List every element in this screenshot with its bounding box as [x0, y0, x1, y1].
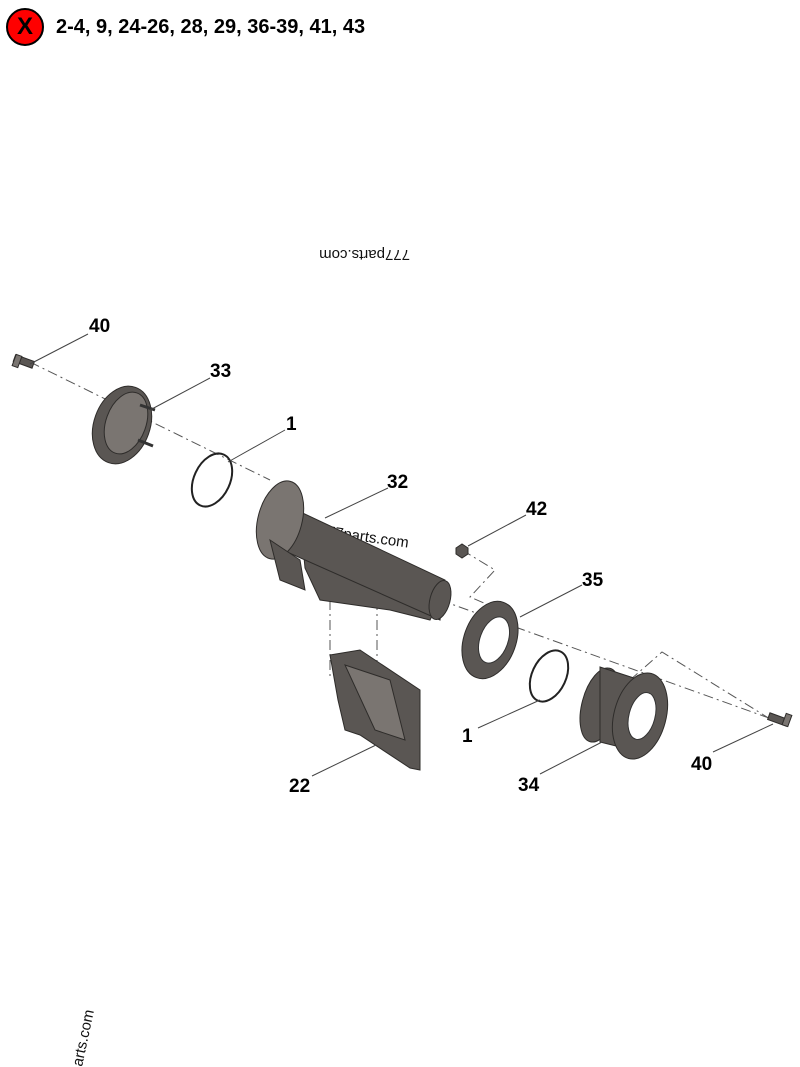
callout-33[interactable]: 33: [210, 361, 231, 382]
callout-22[interactable]: 22: [289, 776, 310, 797]
bolt-axis-line: [629, 651, 776, 723]
o-ring-part-1-left: [190, 452, 234, 508]
nut-axis-line: [461, 549, 501, 611]
callout-40-right[interactable]: 40: [691, 754, 712, 775]
excluded-parts-list: 2-4, 9, 24-26, 28, 29, 36-39, 41, 43: [56, 15, 366, 38]
bolt-part-40-right: [766, 712, 793, 728]
excluded-parts-header: X 2-4, 9, 24-26, 28, 29, 36-39, 41, 43: [6, 8, 365, 46]
callout-40-left[interactable]: 40: [89, 316, 110, 337]
flange-part-35: [461, 600, 519, 680]
bolt-part-40-left: [11, 353, 36, 369]
leader-lines: [29, 333, 774, 777]
callout-1-lower[interactable]: 1: [462, 726, 473, 747]
callout-32[interactable]: 32: [387, 472, 408, 493]
watermark-bottom-left: arts.com: [69, 1008, 98, 1067]
o-ring-part-1-right: [528, 649, 570, 703]
callout-35[interactable]: 35: [582, 570, 604, 591]
watermark-top: 777parts.com: [319, 246, 410, 263]
cover-plate-part-33: [91, 385, 156, 465]
callout-42[interactable]: 42: [526, 499, 547, 520]
x-circle-icon: X: [6, 8, 44, 46]
callout-1-upper[interactable]: 1: [286, 414, 297, 435]
callout-34[interactable]: 34: [518, 775, 540, 796]
tube-part-32: [255, 480, 452, 621]
adapter-part-34: [579, 666, 669, 760]
bracket-part-22: [329, 649, 421, 771]
nut-part-42: [455, 543, 469, 559]
